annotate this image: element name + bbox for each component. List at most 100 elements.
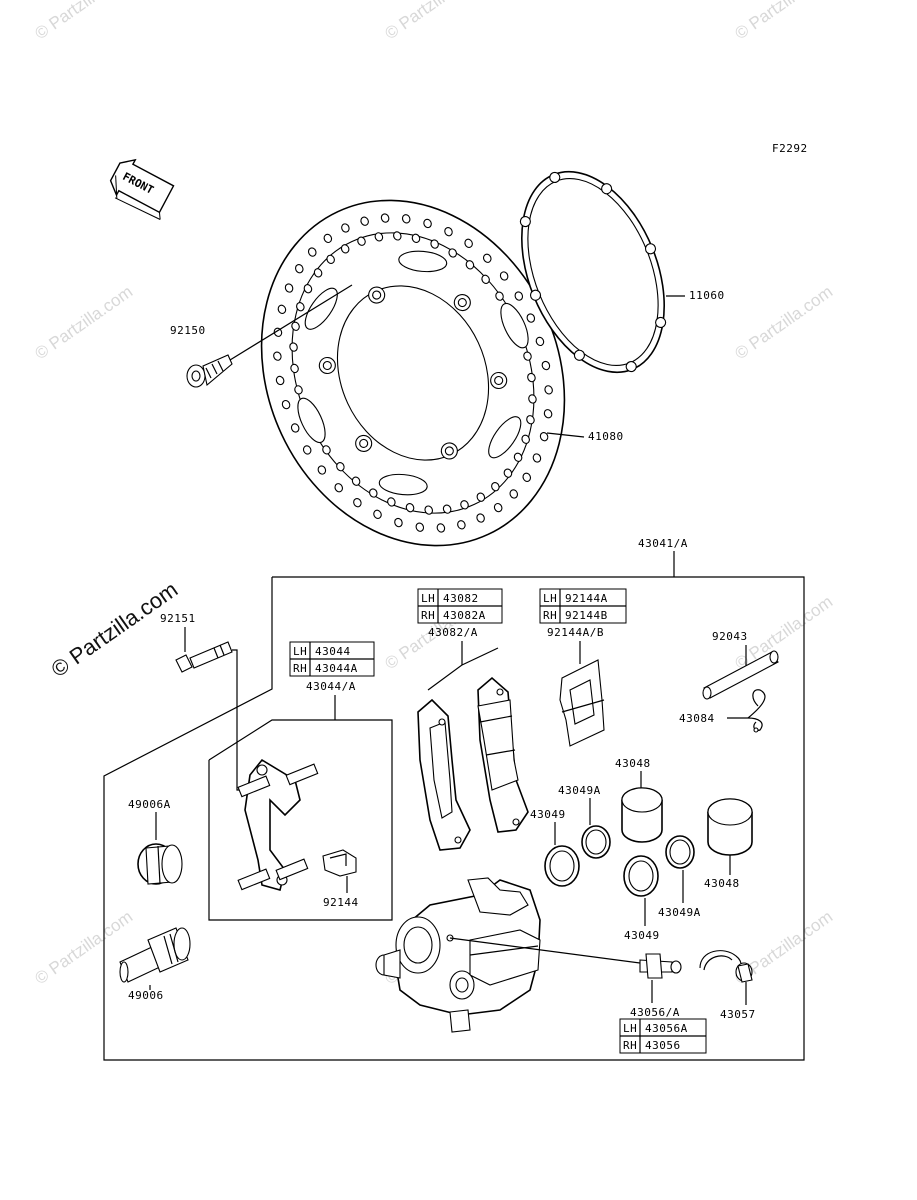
part-label-43056: 43056/A [630,1006,680,1019]
disc-vent-hole [284,283,294,293]
disc-vent-hole [424,505,433,515]
disc-vent-hole [499,271,509,281]
disc-vent-hole [535,336,545,347]
watermark: © Partzilla.com [731,282,836,363]
caliper-bolt [175,641,233,673]
disc-vent-hole [544,385,553,395]
pin-clip [747,689,766,733]
disc-vent-hole [296,302,305,312]
table-cell: 43082A [443,609,486,622]
caliper-body [375,877,541,1033]
disc-vent-hole [387,497,396,507]
disc-vent-hole [444,227,453,237]
disc-vent-hole [351,476,361,486]
table-cell: 43056 [645,1039,681,1052]
disc-vent-hole [543,409,553,419]
watermark: © Partzilla.com [31,282,136,363]
gasket-bolt-tab [625,361,637,373]
disc-vent-hole [522,472,532,482]
disc-bolt-hole [453,294,471,312]
piston-upper [621,787,663,843]
gasket-bolt-tab [601,183,613,195]
disc-vent-hole [465,260,475,270]
disc-vent-hole [340,244,350,254]
disc-vent-hole [307,247,317,257]
gasket [519,170,667,374]
disc-vent-hole [495,291,504,301]
watermark: © Partzilla.com [31,0,136,43]
part-label-43048-upper: 43048 [615,757,651,770]
dust-seal-upper [581,825,611,859]
table-pads: LH 43082 RH 43082A [417,588,503,624]
part-label-43049-upper: 43049 [530,808,566,821]
disc-carrier-slot [378,473,428,496]
boot-49006A [137,843,183,885]
part-label-92043: 92043 [712,630,748,643]
disc-vent-hole [373,509,382,519]
disc-carrier-slot [398,250,448,273]
disc-vent-hole [273,351,282,361]
disc-vent-hole [336,462,345,472]
disc-vent-hole [294,385,303,395]
disc-vent-hole [514,291,524,301]
disc-vent-hole [493,502,503,513]
disc-vent-hole [341,223,350,233]
disc-vent-hole [323,233,333,244]
disc-bolt-hole [490,371,508,390]
disc-vent-hole [294,264,304,274]
part-label-11060: 11060 [689,289,725,302]
disc-vent-hole [405,503,415,513]
brake-disc [260,199,566,547]
bleeder-valve [639,953,682,979]
disc-vent-hole [313,268,323,278]
disc-vent-hole [277,304,287,314]
disc-bolt-hole [440,442,458,460]
holder-spring [322,849,357,877]
caliper-holder [237,758,319,891]
part-label-92144: 92144 [323,896,359,909]
watermark: © Partzilla.com [381,0,486,43]
table-cell: 92144B [565,609,608,622]
gasket-bolt-tab [644,243,657,255]
disc-vent-hole [317,465,327,475]
disc-vent-hole [393,231,402,241]
disc-carrier-slot [297,397,326,444]
disc-vent-hole [491,481,500,492]
part-label-43082: 43082/A [428,626,478,639]
disc-vent-hole [521,434,530,444]
disc-carrier-slot [488,416,522,459]
table-cell: RH [623,1039,637,1052]
disc-vent-hole [281,399,291,410]
caliper-assy-outline [103,576,805,1061]
disc-vent-hole [394,517,403,528]
caliper-pin [702,650,779,700]
disc-vent-hole [369,488,378,498]
brake-pad-inner [477,676,529,833]
disc-vent-hole [509,489,519,499]
part-label-43041: 43041/A [638,537,688,550]
part-label-41080: 41080 [588,430,624,443]
bleeder-cap [699,950,753,983]
gasket-bolt-tab [573,349,585,361]
disc-vent-hole [436,523,446,533]
disc-vent-hole [464,238,473,248]
brake-pad-outer [417,698,471,851]
table-springs: LH 92144A RH 92144B [539,588,627,624]
table-cell: 43082 [443,592,479,605]
table-cell: 43044A [315,662,358,675]
front-arrow-icon [109,158,175,220]
piston-seal-lower [623,855,659,897]
table-cell: 43056A [645,1022,688,1035]
pad-spring [559,659,605,747]
disc-vent-hole [476,513,485,523]
disc-vent-hole [448,248,457,258]
table-cell: RH [293,662,307,675]
disc-vent-hole [532,453,542,463]
disc-vent-hole [302,445,312,455]
disc-vent-hole [526,415,535,425]
watermark: © Partzilla.com [731,0,836,43]
boot-49006 [119,927,191,983]
disc-vent-hole [541,360,551,371]
disc-vent-hole [303,284,313,294]
